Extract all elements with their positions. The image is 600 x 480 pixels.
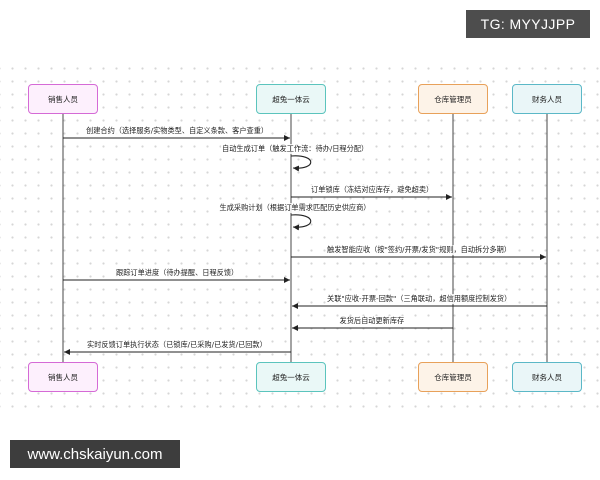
message-label: 发货后自动更新库存	[338, 316, 406, 326]
participant-platform-top: 超兔一体云	[256, 84, 326, 114]
watermark-website: www.chskaiyun.com	[10, 440, 180, 468]
message-label: 创建合约（选择服务/实物类型、自定义条款、客户查重）	[85, 126, 270, 136]
message-label: 触发智能应收（按"签约/开票/发货"规则，自动拆分多期）	[326, 245, 512, 255]
self-message-arrow	[290, 155, 312, 172]
message-label: 自动生成订单（触发工作流：待办/日程分配）	[221, 144, 370, 154]
participant-finance-bottom: 财务人员	[512, 362, 582, 392]
message-label: 订单锁库（冻结对应库存，避免超卖）	[310, 185, 435, 195]
self-message-arrow	[290, 214, 312, 231]
message-label: 关联"应收-开票-回款"（三角联动，超信用额度控制发货）	[326, 294, 513, 304]
message-label: 跟踪订单进度（待办提醒、日程反馈）	[115, 268, 240, 278]
participant-sales-bottom: 销售人员	[28, 362, 98, 392]
participant-warehouse-top: 仓库管理员	[418, 84, 488, 114]
watermark-telegram: TG: MYYJJPP	[466, 10, 590, 38]
message-label: 实时反馈订单执行状态（已锁库/已采购/已发货/已回款）	[86, 340, 268, 350]
participant-finance-top: 财务人员	[512, 84, 582, 114]
participant-platform-bottom: 超兔一体云	[256, 362, 326, 392]
diagram-canvas	[0, 58, 600, 414]
message-label: 生成采购计划（根据订单需求匹配历史供应商）	[218, 203, 372, 213]
participant-sales-top: 销售人员	[28, 84, 98, 114]
participant-warehouse-bottom: 仓库管理员	[418, 362, 488, 392]
